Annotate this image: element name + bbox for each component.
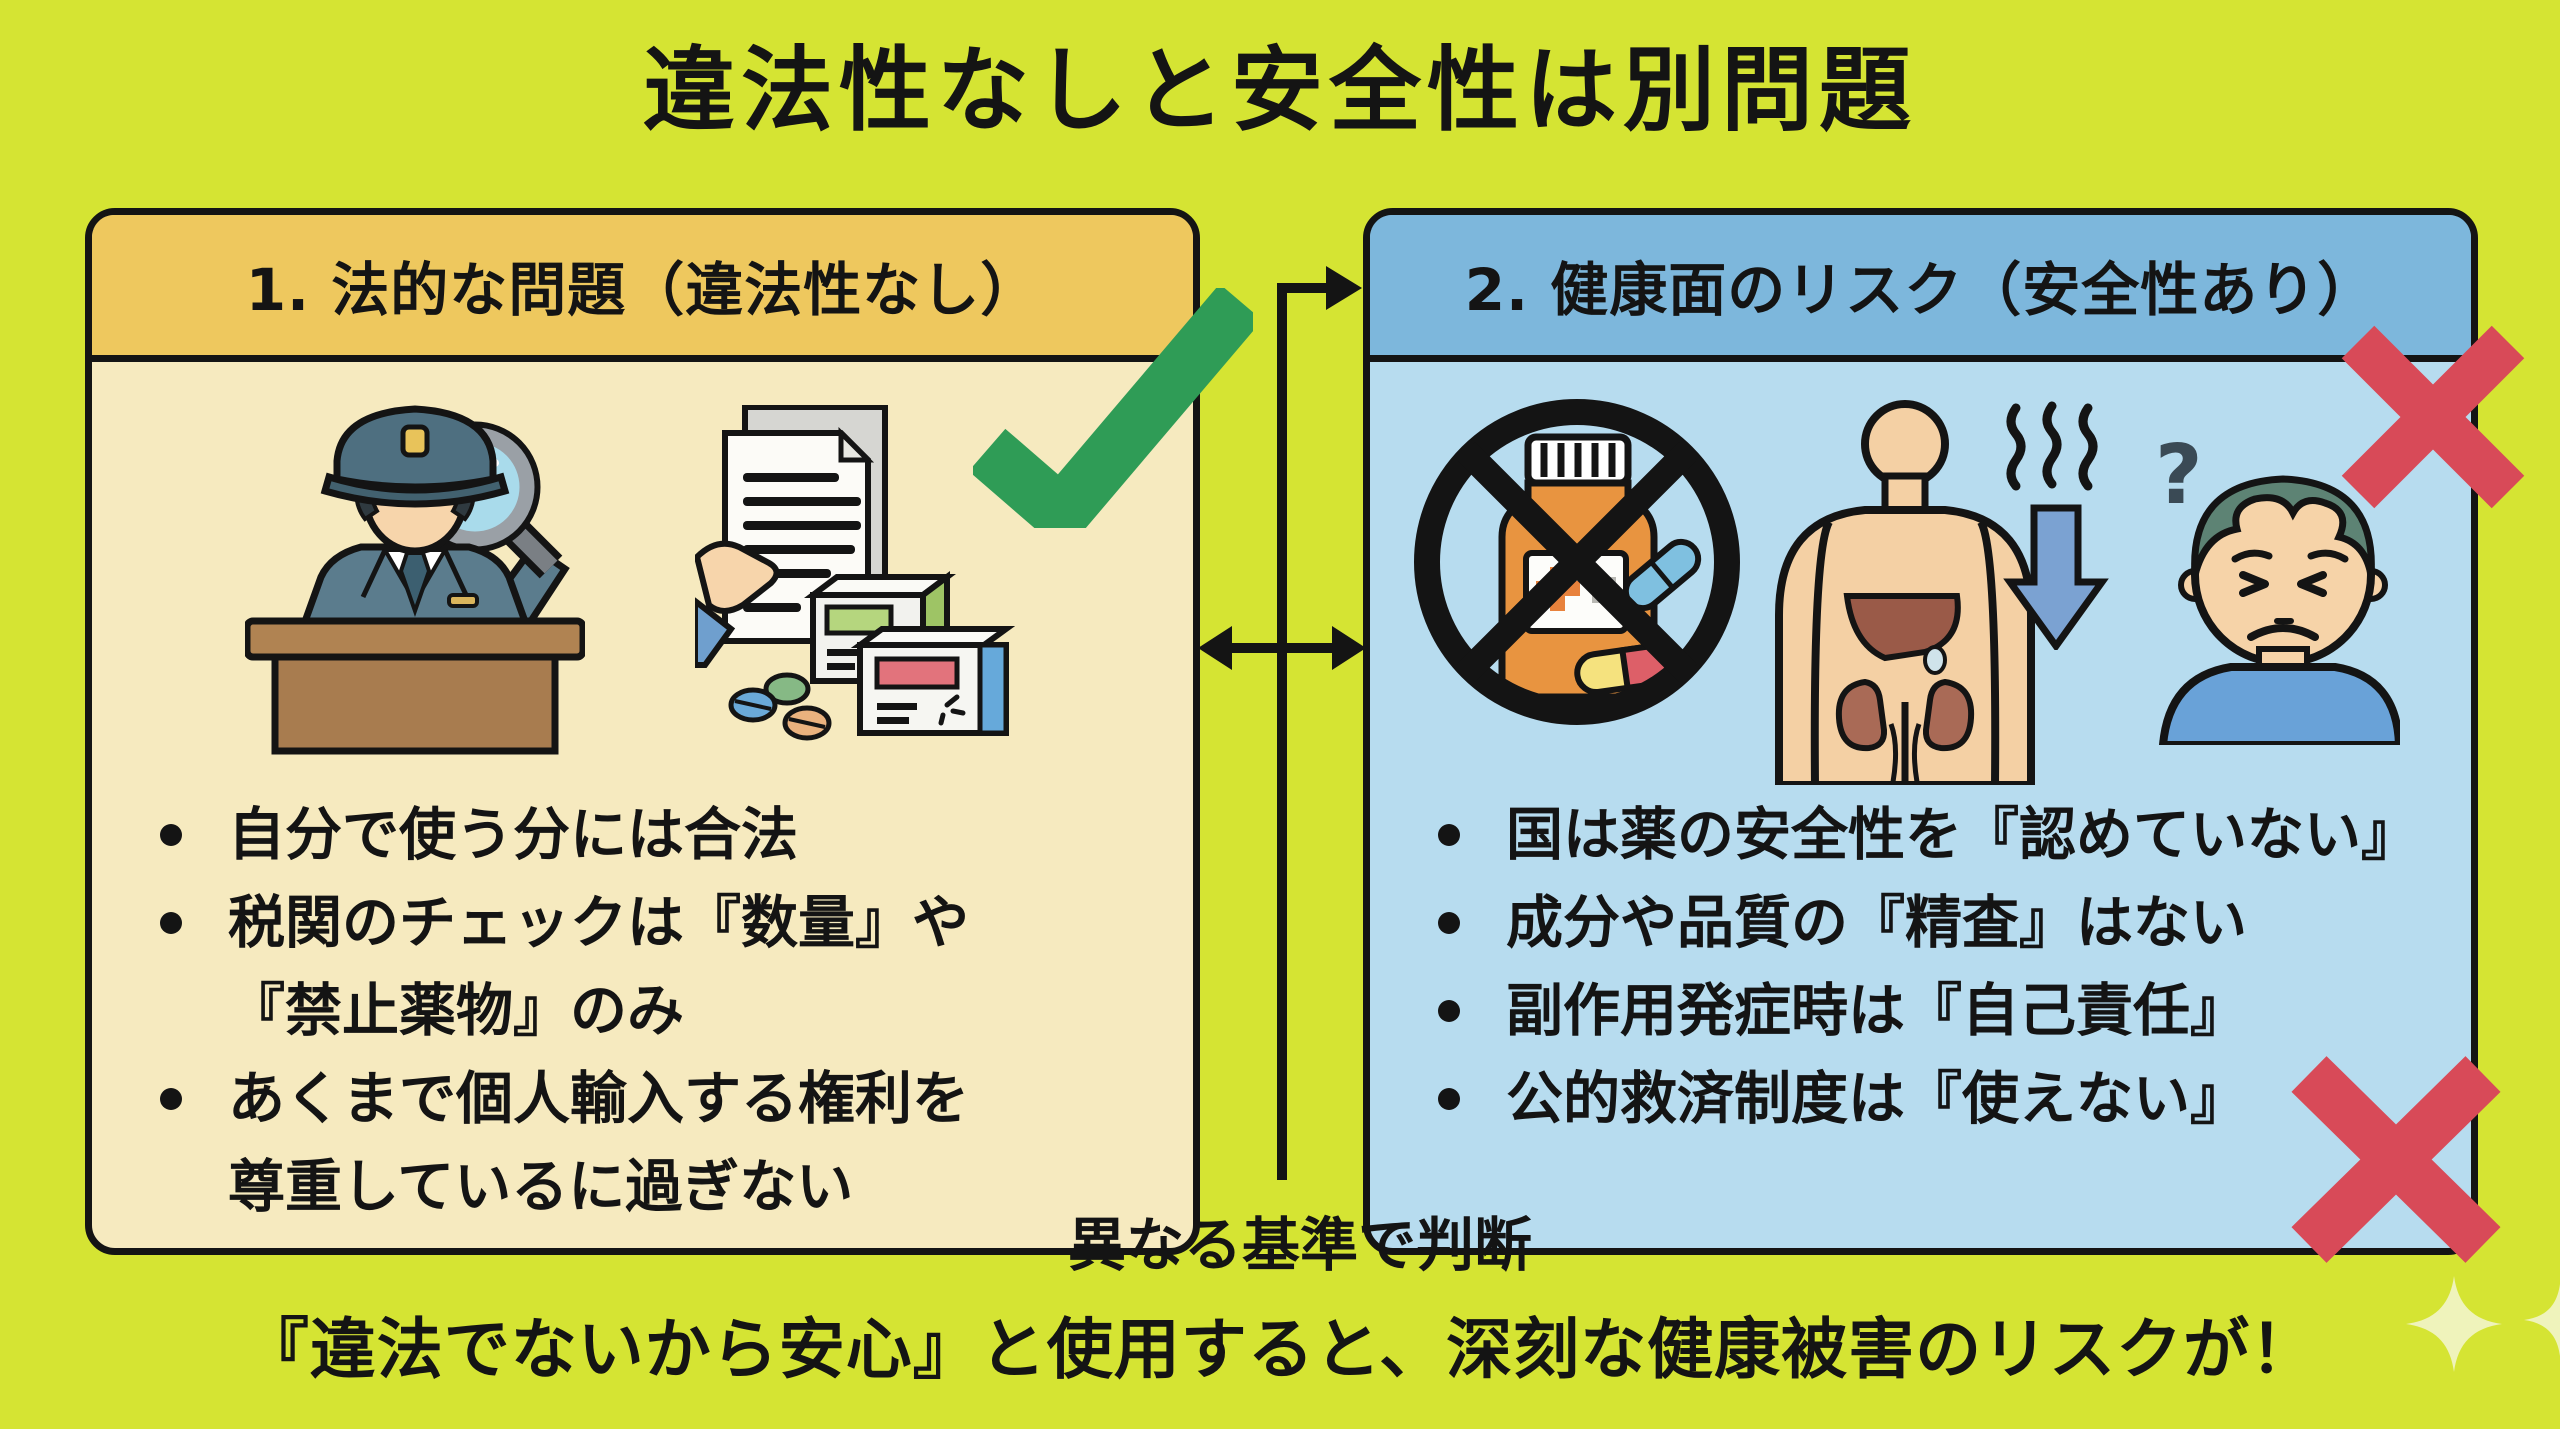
no-medicine-icon (1414, 399, 1740, 725)
list-item: 国は薬の安全性を『認めていない』 (1426, 791, 2451, 879)
legal-panel-header: 1. 法的な問題（違法性なし） (92, 215, 1193, 362)
documents-and-medicines-icon (695, 405, 1015, 741)
down-arrow-icon (2003, 504, 2109, 650)
kidneys-icon (1835, 678, 1975, 783)
health-risk-bullet-list: 国は薬の安全性を『認めていない』 成分や品質の『精査』はない 副作用発症時は『自… (1426, 791, 2451, 1143)
sparkle-small-icon (2524, 1284, 2560, 1356)
legal-bullet-list: 自分で使う分には合法 税関のチェックは『数量』や 『禁止薬物』のみ あくまで個人… (148, 791, 1173, 1231)
legal-panel: 1. 法的な問題（違法性なし） (85, 208, 1200, 1255)
sparkle-icon (2406, 1276, 2502, 1372)
health-risk-panel-header: 2. 健康面のリスク（安全性あり） (1370, 215, 2471, 362)
elbow-arrow-icon (1277, 283, 1330, 1180)
human-body-organs-icon (1775, 400, 2035, 785)
declining-health-arrow-icon (2003, 401, 2109, 650)
list-item: 税関のチェックは『数量』や 『禁止薬物』のみ (148, 879, 1173, 1055)
list-item: 成分や品質の『精査』はない (1426, 879, 2451, 967)
medicine-box-red-icon (850, 626, 1015, 736)
page-title: 違法性なしと安全性は別問題 (642, 37, 1917, 144)
connector-label: 異なる基準で判断 (1067, 1211, 1533, 1279)
list-item: 自分で使う分には合法 (148, 791, 1173, 879)
green-checkmark-icon (973, 288, 1253, 528)
list-item: 公的救済制度は『使えない』 (1426, 1055, 2451, 1143)
hand-icon (695, 540, 780, 614)
red-cross-top-icon (2341, 325, 2525, 509)
red-cross-bottom-icon (2291, 1056, 2501, 1263)
health-risk-panel: 2. 健康面のリスク（安全性あり） (1363, 208, 2478, 1255)
prohibition-circle-icon (1414, 399, 1740, 725)
customs-officer-icon (245, 405, 585, 755)
question-mark-icon: ? (2155, 428, 2203, 523)
pills-icon (728, 672, 832, 741)
shirt-icon (2158, 663, 2400, 745)
list-item: 副作用発症時は『自己責任』 (1426, 967, 2451, 1055)
heat-lines-icon (2006, 401, 2098, 491)
hair-icon (2191, 475, 2375, 576)
footer-warning-text: 『違法でないから安心』と使用すると、深刻な健康被害のリスクが！ (242, 1311, 2318, 1388)
sick-person-icon: ? (2155, 428, 2400, 745)
list-item: あくまで個人輸入する権利を 尊重しているに過ぎない (148, 1055, 1173, 1231)
